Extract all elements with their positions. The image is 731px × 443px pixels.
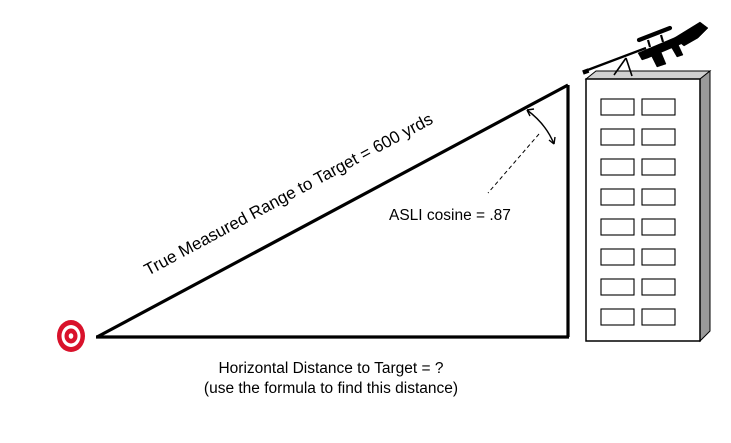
office-building-icon — [584, 69, 712, 343]
building-top — [584, 70, 712, 80]
building-window — [600, 308, 635, 326]
horizontal-distance-label: Horizontal Distance to Target = ? — [218, 360, 443, 377]
hypotenuse-line — [96, 83, 569, 339]
cosine-label: ASLI cosine = .87 — [389, 207, 511, 224]
building-face — [585, 78, 701, 342]
formula-hint-label: (use the formula to find this distance) — [204, 380, 458, 397]
building-window — [641, 128, 676, 146]
arc-arrowhead-top — [526, 108, 535, 117]
building-window — [600, 128, 635, 146]
building-window — [641, 248, 676, 266]
building-window — [641, 158, 676, 176]
building-window — [641, 188, 676, 206]
range-triangle — [96, 83, 570, 339]
building-window — [641, 218, 676, 236]
angle-arc — [526, 108, 556, 145]
cosine-leader-line — [487, 133, 540, 194]
building-window — [600, 218, 635, 236]
building-window — [600, 98, 635, 116]
building-windows — [600, 98, 676, 326]
building-window — [600, 278, 635, 296]
arc-arrowhead-bottom — [548, 136, 556, 145]
sniper-rifle-icon — [582, 21, 709, 77]
building-window — [600, 188, 635, 206]
building-window — [600, 158, 635, 176]
building-window — [641, 98, 676, 116]
bullseye-target-icon — [57, 320, 85, 352]
building-window — [641, 308, 676, 326]
range-label: True Measured Range to Target = 600 yrds — [141, 109, 436, 279]
building-side — [699, 69, 711, 343]
building-window — [641, 278, 676, 296]
building-window — [600, 248, 635, 266]
